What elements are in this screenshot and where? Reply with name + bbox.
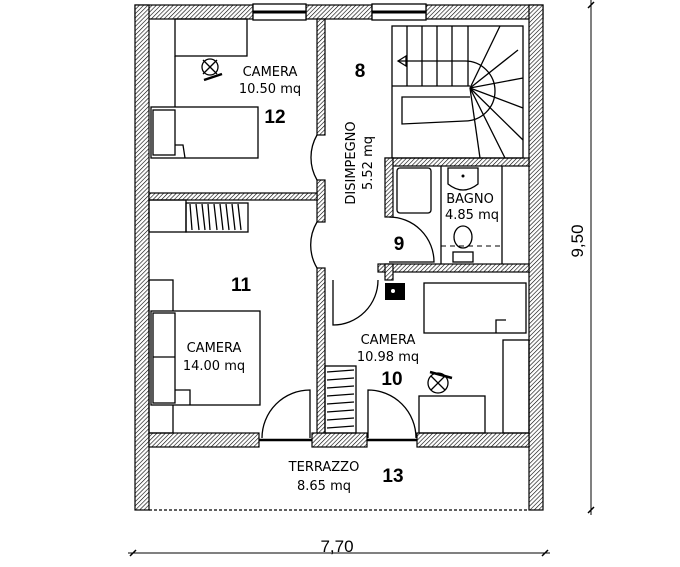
room-name: TERRAZZO bbox=[288, 460, 360, 475]
room-name: CAMERA bbox=[243, 65, 298, 80]
window-top-left bbox=[252, 3, 307, 21]
camera-12-furniture bbox=[150, 18, 259, 159]
width-value: 7,70 bbox=[320, 537, 353, 556]
room-name: DISIMPEGNO bbox=[344, 121, 359, 204]
room-number: 11 bbox=[231, 275, 252, 296]
height-value: 9,50 bbox=[568, 224, 587, 257]
room-bagno-9: BAGNO 4.85 mq 9 bbox=[394, 192, 499, 255]
room-number: 12 bbox=[264, 107, 285, 128]
room-disimpegno-8: 8 DISIMPEGNO 5.52 mq bbox=[344, 61, 376, 205]
room-name: BAGNO bbox=[446, 192, 494, 207]
bathroom-fixtures bbox=[396, 166, 503, 264]
room-area: 5.52 mq bbox=[361, 136, 376, 190]
room-camera-11: 11 CAMERA 14.00 mq bbox=[183, 275, 252, 374]
room-area: 10.50 mq bbox=[239, 82, 301, 97]
camera-11-furniture bbox=[148, 199, 261, 434]
room-area: 10.98 mq bbox=[357, 350, 419, 365]
room-number: 10 bbox=[381, 369, 402, 390]
interior-walls bbox=[148, 18, 530, 434]
staircase bbox=[391, 25, 524, 159]
room-name: CAMERA bbox=[187, 341, 242, 356]
room-area: 14.00 mq bbox=[183, 359, 245, 374]
room-terrazzo-13: TERRAZZO 8.65 mq 13 bbox=[288, 460, 404, 494]
room-area: 8.65 mq bbox=[297, 479, 351, 494]
room-camera-12: CAMERA 10.50 mq 12 bbox=[239, 65, 301, 128]
camera-10-furniture bbox=[324, 282, 530, 434]
outer-walls bbox=[134, 4, 544, 511]
width-dimension: 7,70 bbox=[128, 537, 550, 557]
terrace-doors bbox=[259, 389, 417, 442]
room-name: CAMERA bbox=[361, 333, 416, 348]
height-dimension: 9,50 bbox=[568, 0, 595, 515]
room-number: 9 bbox=[394, 234, 405, 255]
room-number: 13 bbox=[382, 466, 403, 487]
room-number: 8 bbox=[355, 61, 366, 82]
room-camera-10: CAMERA 10.98 mq 10 bbox=[357, 333, 419, 390]
window-top-right bbox=[371, 3, 427, 21]
interior-doors bbox=[310, 134, 435, 326]
room-area: 4.85 mq bbox=[445, 208, 499, 223]
